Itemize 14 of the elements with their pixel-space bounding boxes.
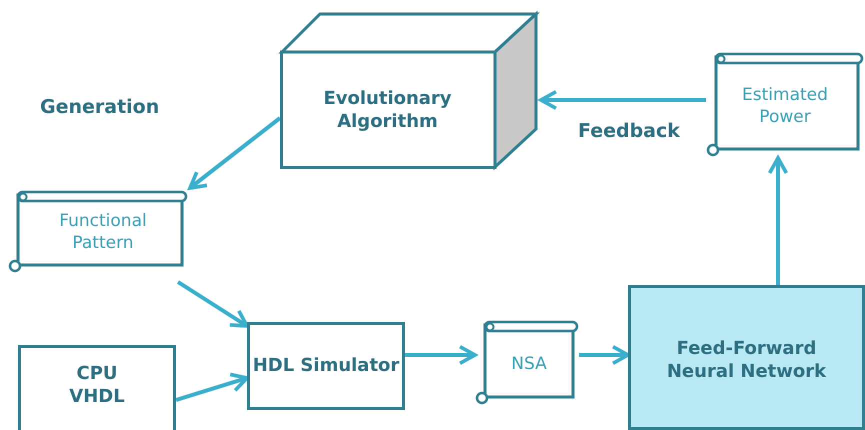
node-label: NSA: [511, 352, 547, 376]
node-label: Estimated Power: [741, 84, 829, 128]
node-label: Functional Pattern: [58, 210, 148, 254]
arrow: [176, 280, 249, 328]
node-label: HDL Simulator: [252, 354, 400, 378]
arrow: [579, 344, 630, 366]
node-label: Feed-Forward Neural Network: [666, 336, 828, 384]
node-label: Evolutionary Algorithm: [322, 86, 453, 134]
arrow: [405, 344, 477, 366]
arrow: [768, 156, 788, 285]
arrow: [539, 90, 706, 110]
node-label: CPU VHDL: [68, 362, 126, 408]
arrow: [188, 116, 282, 190]
arrow: [175, 372, 249, 402]
